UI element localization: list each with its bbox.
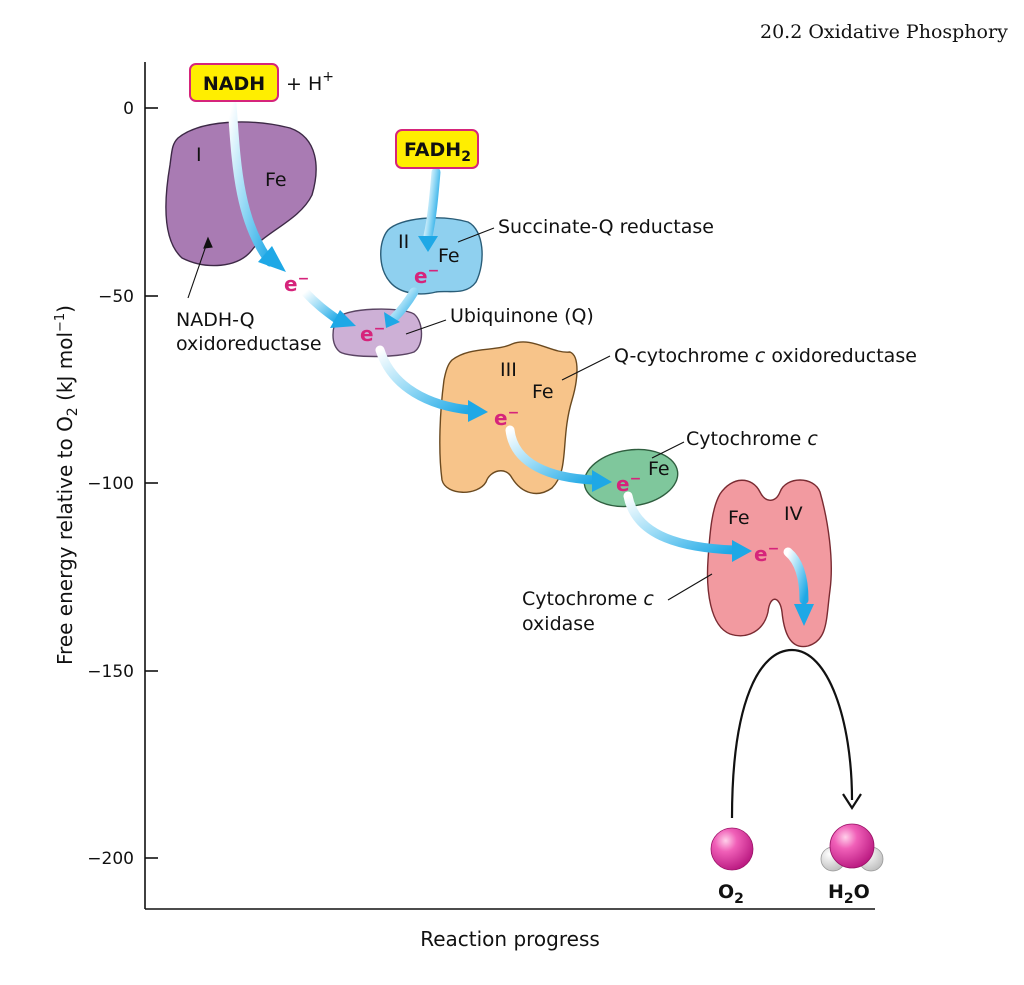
oxygen-label: O2 [718, 881, 744, 907]
water-molecule: H2O [820, 823, 884, 907]
oxygen-molecule: O2 [710, 827, 754, 907]
fadh2-input: FADH2 [395, 129, 479, 169]
page-header: 20.2 Oxidative Phosphory [760, 21, 1008, 43]
fadh2-label: FADH2 [404, 139, 471, 165]
axes: 0 −50 −100 −150 −200 Free energy relativ… [53, 62, 875, 951]
y-tick-label: −50 [98, 287, 134, 307]
complex-III-shape [439, 341, 578, 495]
x-axis-title: Reaction progress [420, 927, 600, 951]
leader-line [457, 227, 495, 243]
electron-label: e− [494, 405, 519, 430]
electron-arrow [505, 425, 599, 485]
electron-label: e− [754, 541, 779, 566]
complex-I-label-line-2: oxidoreductase [176, 333, 322, 355]
y-tick-label: −150 [87, 662, 134, 682]
leader-line [187, 239, 209, 299]
electron-arrow [783, 547, 809, 605]
complex-I-number: I [196, 144, 202, 166]
complex-III-label: Q-cytochrome c oxidoreductase [614, 345, 917, 367]
electron-label: e− [360, 321, 385, 346]
nadh-label: NADH [203, 73, 265, 95]
complex-II: II Fe [380, 217, 483, 295]
leader-line [561, 355, 611, 381]
complex-II-number: II [398, 231, 409, 253]
arrowhead [258, 246, 286, 272]
complex-IV: Fe IV [706, 479, 832, 648]
y-axis-title: Free energy relative to O2 (kJ mol−1) [53, 305, 81, 665]
water-label: H2O [828, 881, 870, 907]
complex-IV-label-line-2: oxidase [522, 613, 595, 635]
fadh2-box [395, 129, 479, 169]
arrowhead [418, 236, 438, 252]
complex-I-label-line-1: NADH-Q [176, 309, 255, 331]
y-tick-label: −200 [87, 849, 134, 869]
electron-arrow [300, 287, 343, 325]
complex-III: III Fe [439, 341, 578, 495]
reaction-arrowhead [842, 793, 862, 811]
arrowhead [794, 604, 814, 626]
arrowhead [592, 470, 612, 492]
electron-arrow [389, 287, 419, 323]
reaction-arc [730, 648, 862, 819]
electron-arrow [375, 345, 475, 415]
electron-label: e− [284, 271, 309, 296]
complex-II-shape [380, 217, 483, 295]
complex-IV-number: IV [784, 503, 803, 525]
complex-II-label: Succinate-Q reductase [498, 216, 714, 238]
complex-IV-shape [706, 479, 832, 648]
complex-III-iron: Fe [532, 381, 554, 403]
arrowhead [732, 540, 752, 562]
electron-arrow [227, 99, 275, 267]
arrowhead [384, 312, 400, 328]
y-tick-label: −100 [87, 474, 134, 494]
nadh-box [189, 63, 279, 102]
leader-line [651, 441, 685, 459]
ubiquinone-label: Ubiquinone (Q) [450, 305, 594, 327]
electron-label: e− [616, 471, 641, 496]
ubiquinone [332, 308, 423, 358]
proton-label: + H+ [286, 69, 334, 95]
oxygen-atom [829, 823, 875, 869]
cytochrome-c-iron: Fe [648, 458, 670, 480]
electron-flow-arrows [227, 99, 814, 626]
leader-line [405, 319, 447, 335]
electron-arrow [623, 491, 739, 555]
electron-arrow [423, 167, 441, 241]
complex-III-number: III [500, 359, 517, 381]
arrowhead [468, 400, 488, 422]
nadh-input: NADH + H+ [189, 63, 334, 102]
complex-I-iron: Fe [265, 169, 287, 191]
arrowhead [330, 310, 356, 328]
electron-labels: e− e− e− e− e− e− [284, 263, 779, 566]
ubiquinone-shape [332, 308, 423, 358]
complex-IV-iron: Fe [728, 507, 750, 529]
reaction-arrow [730, 648, 854, 819]
leader-line [667, 573, 713, 601]
electron-label: e− [414, 263, 439, 288]
leader-lines [187, 227, 713, 601]
complex-IV-label-line-1: Cytochrome c [522, 588, 654, 610]
oxygen-sphere [710, 827, 754, 871]
leader-line-tip [203, 236, 213, 249]
y-tick-label: 0 [123, 99, 134, 119]
complex-II-iron: Fe [438, 245, 460, 267]
cytochrome-c-label: Cytochrome c [686, 428, 818, 450]
